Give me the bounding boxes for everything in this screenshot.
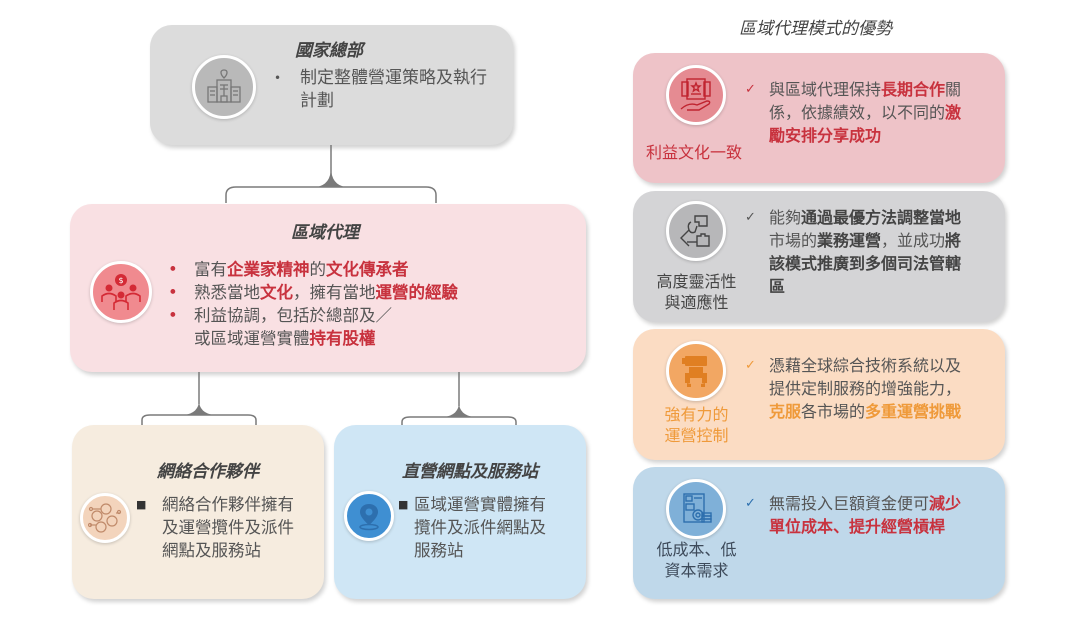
team-money-icon: $ <box>90 261 152 323</box>
hq-box: 國家總部 • 制定整體營運策略及執行 計劃 <box>150 25 513 145</box>
building-icon <box>192 55 256 119</box>
advantages-heading: 區域代理模式的優勢 <box>739 19 892 39</box>
connector-regional-direct <box>401 372 517 427</box>
advantage-2-text: ✓ 能夠通過最優方法調整當地 市場的業務運營，並成功將 該模式推廣到多個司法管轄… <box>745 208 962 296</box>
cost-document-icon <box>666 479 726 539</box>
advantage-3-label: 強有力的 運營控制 <box>664 405 729 445</box>
advantage-1-text: ✓ 與區域代理保持長期合作關 係，依據績效，以不同的激 勵安排分享成功 <box>745 80 962 145</box>
advantage-card-1: 利益文化一致 ✓ 與區域代理保持長期合作關 係，依據績效，以不同的激 勵安排分享… <box>633 53 1005 183</box>
advantage-4-text: ✓ 無需投入巨額資金便可減少 單位成本、提升經營槓桿 <box>745 494 962 536</box>
advantage-card-4: 低成本、低 資本需求 ✓ 無需投入巨額資金便可減少 單位成本、提升經營槓桿 <box>633 467 1005 599</box>
hq-bullet-text-cont: 計劃 <box>300 91 334 111</box>
regional-title: 區域代理 <box>291 223 359 243</box>
direct-title: 直營網點及服務站 <box>402 462 538 482</box>
network-bullets: ■ 網絡合作夥伴擁有 及運營攬件及派件 網點及服務站 <box>136 495 294 560</box>
robot-arm-icon <box>666 341 726 401</box>
regional-bullets: • 富有企業家精神的文化傳承者 • 熟悉當地文化，擁有當地運營的經驗 • 利益協… <box>168 258 568 350</box>
hq-bullet-text: 制定整體營運策略及執行 <box>300 68 487 88</box>
advantage-card-2: 高度靈活性 與適應性 ✓ 能夠通過最優方法調整當地 市場的業務運營，並成功將 該… <box>633 191 1005 322</box>
hand-certificate-icon <box>666 65 726 125</box>
network-title: 網絡合作夥伴 <box>157 462 259 482</box>
hq-bullets: • 制定整體營運策略及執行 計劃 <box>274 68 487 111</box>
advantage-3-text: ✓ 憑藉全球綜合技術系統以及 提供定制服務的增強能力， 克服各市場的多重運營挑戰 <box>745 356 962 421</box>
regional-agent-box: 區域代理 $ • 富有企業家精神的文化傳承者 • 熟悉當地文化，擁有當地運營的經… <box>70 204 586 372</box>
regional-bullet-3: • 利益協調，包括於總部及／ 或區域運營實體持有股權 <box>168 306 392 348</box>
location-pin-icon <box>344 491 394 541</box>
connector-hq-regional <box>225 145 437 203</box>
regional-bullet-1: • 富有企業家精神的文化傳承者 <box>168 260 409 279</box>
advantage-card-3: 強有力的 運營控制 ✓ 憑藉全球綜合技術系統以及 提供定制服務的增強能力， 克服… <box>633 329 1005 460</box>
hq-title: 國家總部 <box>295 41 363 61</box>
svg-text:$: $ <box>118 276 123 285</box>
direct-bullets: ■ 區域運營實體擁有 攬件及派件網點及 服務站 <box>398 495 546 560</box>
advantage-1-label: 利益文化一致 <box>645 143 742 162</box>
hand-puzzle-icon <box>666 201 726 261</box>
network-people-icon <box>80 493 130 543</box>
advantage-4-label: 低成本、低 資本需求 <box>656 540 737 580</box>
direct-stations-box: 直營網點及服務站 ■ 區域運營實體擁有 攬件及派件網點及 服務站 <box>334 425 586 599</box>
regional-bullet-2: • 熟悉當地文化，擁有當地運營的經驗 <box>168 283 458 302</box>
advantage-2-label: 高度靈活性 與適應性 <box>656 272 737 312</box>
network-partner-box: 網絡合作夥伴 ■ 網絡合作夥伴擁有 及運營攬件及派件 網點及服務站 <box>72 425 324 599</box>
connector-regional-network <box>141 372 257 425</box>
